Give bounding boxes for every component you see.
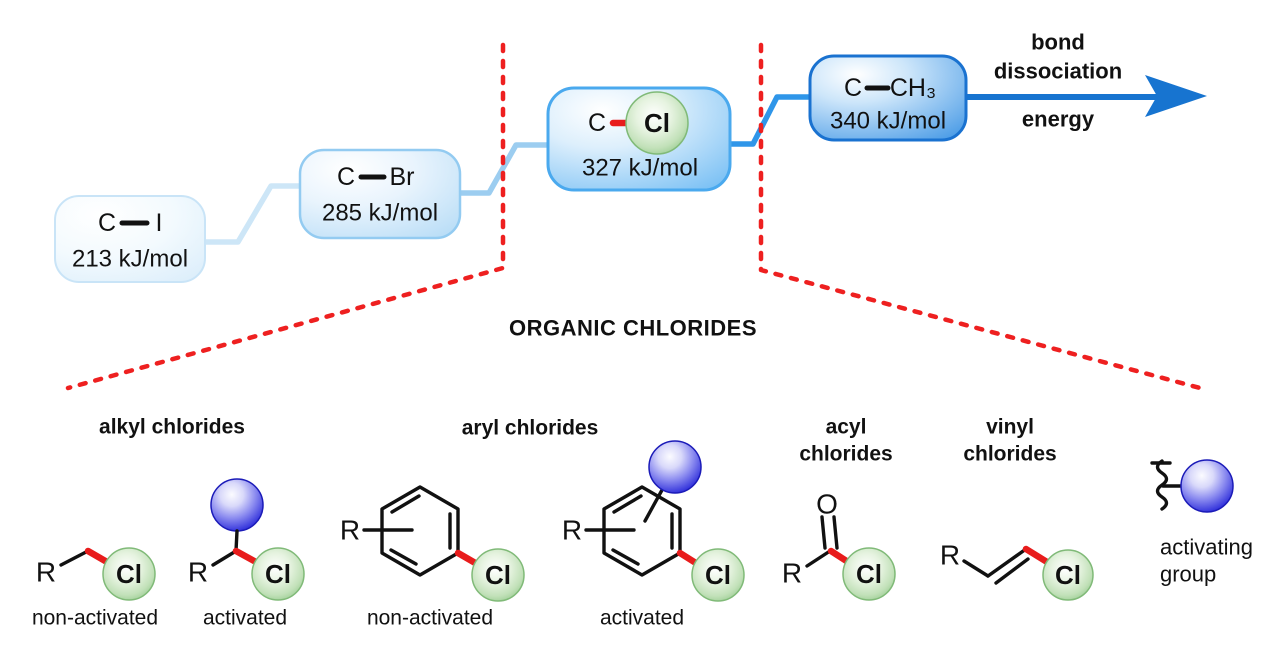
connector-cbr-ccl: [455, 142, 553, 196]
c-cl-left-atom: C: [588, 109, 606, 137]
r-label: R: [782, 558, 802, 589]
r-label: R: [36, 557, 56, 588]
c-c-double-bond-1: [986, 547, 1028, 578]
chlorine-ball: [842, 547, 896, 601]
vinyl-header-line1: vinyl: [986, 416, 1034, 439]
c-cl-chlorine-ball: [625, 91, 689, 155]
c-cl-red-bond: [827, 547, 852, 566]
chlorine-ball: [471, 548, 525, 602]
c-ch3-left-atom: C: [844, 74, 862, 102]
group-vinyl-chlorides: vinyl chlorides R Cl: [940, 416, 1094, 601]
alkyl-non-activated-caption: non-activated: [32, 607, 158, 630]
funnel-lines: [65, 42, 1203, 391]
r-c-bond: [59, 549, 90, 567]
bde-box-c-i: C I 213 kJ/mol: [54, 195, 206, 283]
alkyl-header: alkyl chlorides: [99, 416, 245, 439]
c-ch3-right-atom: CH₃: [890, 74, 936, 102]
c-cl-red-bond: [232, 547, 260, 566]
aryl-activated-structure: R Cl activated: [562, 440, 745, 630]
aryl-header: aryl chlorides: [462, 417, 599, 440]
funnel-label: ORGANIC CHLORIDES: [509, 316, 757, 341]
r-label: R: [562, 515, 582, 546]
c-cl-red-bond: [454, 549, 481, 568]
c-o-double-bond-2: [832, 515, 839, 550]
aryl-non-activated-caption: non-activated: [367, 607, 493, 630]
benzene-double-bonds: [611, 494, 674, 566]
legend-label-line1: activating: [1160, 535, 1253, 560]
c-i-left-atom: C: [98, 209, 116, 237]
aryl-activated-caption: activated: [600, 607, 684, 630]
bde-box-c-i-shape: [54, 195, 206, 283]
chlorine-ball: [102, 547, 156, 601]
c-cl-red-bond: [1022, 545, 1051, 566]
c-cl-energy: 327 kJ/mol: [582, 155, 698, 182]
vinyl-header-line2: chlorides: [963, 443, 1056, 466]
funnel-line-right: [758, 42, 1203, 391]
benzene-ring: [380, 485, 460, 577]
activating-group-ball: [648, 440, 702, 494]
group-acyl-chlorides: acyl chlorides R O Cl: [782, 416, 896, 601]
bde-axis-label: bond dissociation energy: [994, 30, 1122, 132]
cl-label: Cl: [265, 559, 291, 589]
c-ch3-energy: 340 kJ/mol: [830, 108, 946, 135]
bde-box-c-br-shape: [298, 148, 462, 240]
axis-label-line3: energy: [1022, 107, 1095, 132]
group-alkyl-chlorides: alkyl chlorides R Cl non-activated R Cl …: [32, 416, 305, 630]
c-o-double-bond-1: [820, 515, 827, 550]
alkyl-activated-caption: activated: [203, 607, 287, 630]
bde-box-c-ch3-shape: [808, 54, 968, 142]
legend-label-line2: group: [1160, 562, 1216, 587]
cl-label: Cl: [856, 559, 882, 589]
r-label: R: [340, 515, 360, 546]
r-label: R: [188, 557, 208, 588]
axis-label-line1: bond: [1031, 30, 1085, 55]
activating-group-ball: [1180, 459, 1234, 513]
r-c-bond: [962, 559, 990, 578]
vinyl-structure: R Cl: [940, 540, 1094, 601]
alkyl-non-activated-structure: R Cl non-activated: [32, 547, 158, 630]
activator-ring-bond: [643, 488, 664, 523]
benzene-ring: [602, 485, 682, 577]
bde-box-c-ch3: C CH₃ 340 kJ/mol: [808, 54, 968, 142]
legend-activating-group: activating group: [1150, 459, 1253, 587]
cl-label: Cl: [485, 560, 511, 590]
r-label: R: [940, 540, 960, 571]
bde-box-c-cl: C Cl 327 kJ/mol: [546, 86, 732, 192]
bde-arrow-head: [1145, 75, 1207, 117]
acyl-header-line2: chlorides: [799, 443, 892, 466]
aryl-non-activated-structure: R Cl non-activated: [340, 485, 525, 630]
alkyl-activated-structure: R Cl activated: [188, 478, 305, 630]
chlorine-ball: [1042, 549, 1094, 601]
c-cl-red-bond: [84, 547, 111, 566]
axis-label-line2: dissociation: [994, 59, 1122, 84]
acyl-header-line1: acyl: [826, 416, 867, 439]
c-br-energy: 285 kJ/mol: [322, 200, 438, 227]
o-label: O: [816, 489, 838, 520]
group-aryl-chlorides: aryl chlorides R Cl non-activated R: [340, 417, 745, 630]
chlorine-ball: [251, 547, 305, 601]
c-i-right-atom: I: [156, 209, 163, 237]
c-br-right-atom: Br: [390, 163, 415, 191]
cl-label: Cl: [116, 559, 142, 589]
benzene-double-bonds: [389, 494, 452, 566]
activating-group-ball: [210, 478, 264, 532]
connector-ci-cbr: [203, 183, 305, 245]
r-c-bond: [211, 549, 238, 567]
cl-label: Cl: [705, 560, 731, 590]
c-i-energy: 213 kJ/mol: [72, 246, 188, 273]
c-cl-right-atom: Cl: [644, 108, 670, 138]
cl-label: Cl: [1055, 560, 1081, 590]
acyl-structure: R O Cl: [782, 489, 896, 601]
c-activator-bond: [234, 529, 239, 553]
bde-box-c-br: C Br 285 kJ/mol: [298, 148, 462, 240]
c-br-left-atom: C: [337, 163, 355, 191]
funnel-line-left: [65, 42, 506, 391]
r-c-bond: [805, 549, 832, 568]
chlorine-ball: [691, 548, 745, 602]
c-c-double-bond-2: [994, 557, 1030, 585]
